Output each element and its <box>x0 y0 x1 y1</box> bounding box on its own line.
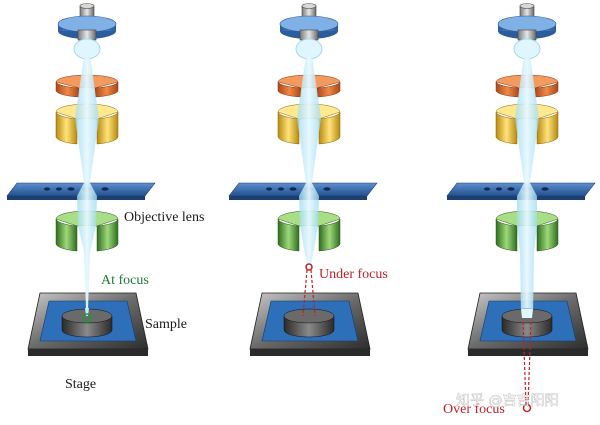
column-at-focus <box>6 3 156 357</box>
watermark-text: 知乎 @吉吉阳阳 <box>456 392 558 409</box>
focus-point-marker <box>522 403 532 413</box>
column-over-focus <box>446 3 596 413</box>
focus-point-marker <box>305 263 313 271</box>
focus-point-marker <box>82 313 92 323</box>
objective-lens-label: Objective lens <box>124 210 204 225</box>
over-focus-label: Over focus <box>443 402 505 417</box>
sample-label: Sample <box>145 317 187 332</box>
column-under-focus <box>228 3 378 357</box>
at-focus-label: At focus <box>101 273 149 288</box>
stage-label: Stage <box>65 377 96 392</box>
under-focus-label: Under focus <box>319 267 388 282</box>
